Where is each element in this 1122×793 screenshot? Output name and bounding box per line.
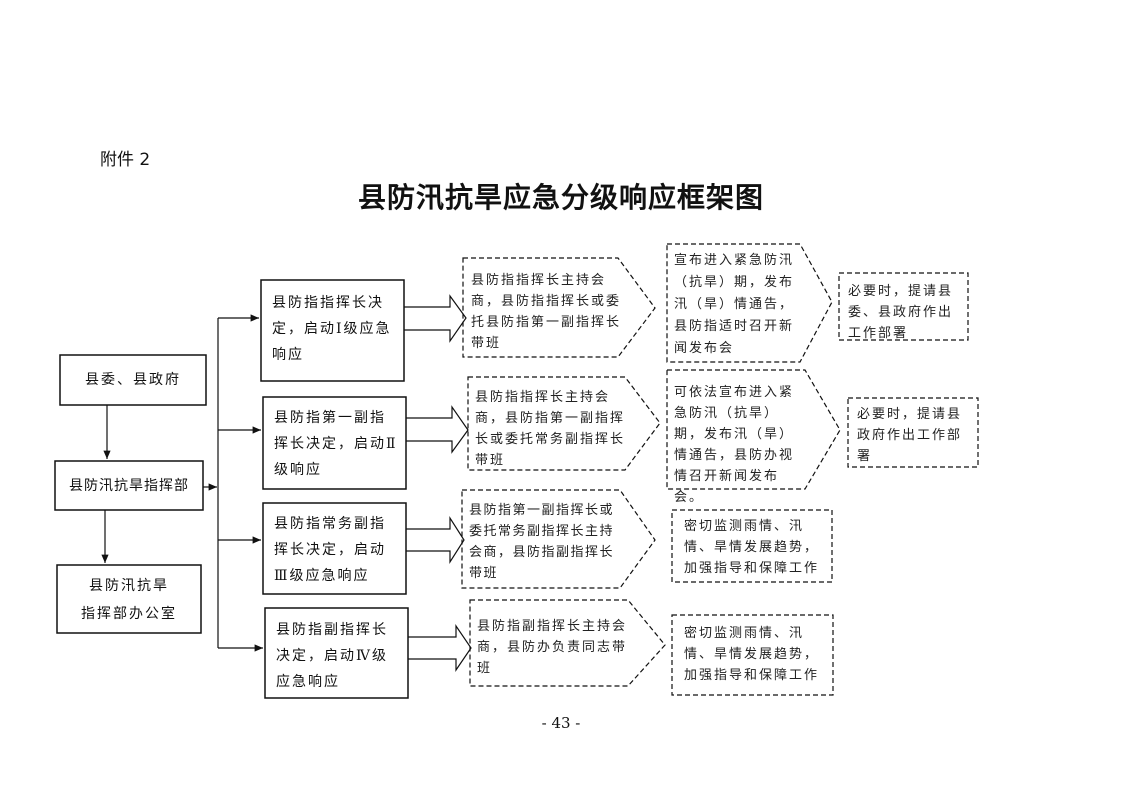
county-government-label: 县委、县政府: [85, 372, 181, 388]
level2-actions-text: 可依法宣布进入紧急防汛（抗旱）期，发布汛（旱）情通告，县防办视情召开新闻发布会。: [674, 385, 795, 505]
office-label-line2: 指挥部办公室: [81, 606, 177, 622]
pentagon-level2-meeting: [467, 376, 661, 471]
box-level3-decision: [262, 502, 407, 595]
fat-arrow-1: [404, 294, 467, 343]
level2-decision-text: 县防指第一副指挥长决定，启动Ⅱ级响应: [274, 410, 398, 478]
box-county-government: [59, 354, 207, 406]
pentagon-level2-actions: [666, 369, 841, 490]
box-command-hq: [54, 460, 204, 511]
fat-arrow-2: [406, 405, 469, 454]
level1-decision-text: 县防指指挥长决定，启动Ⅰ级应急响应: [272, 295, 392, 363]
level3-decision-text: 县防指常务副指挥长决定，启动Ⅲ级应急响应: [274, 516, 386, 584]
level4-decision-text: 县防指副指挥长决定，启动Ⅳ级应急响应: [276, 622, 388, 690]
level2-meeting-text: 县防指指挥长主持会商，县防指第一副指挥长或委托常务副指挥长带班: [475, 390, 626, 468]
pentagon-level3-meeting: [461, 489, 656, 589]
pentagon-level4-meeting: [469, 599, 666, 687]
level4-meeting-text: 县防指副指挥长主持会商，县防办负责同志带班: [477, 619, 628, 676]
pentagon-level1-actions: [666, 243, 833, 363]
pentagon-level1-meeting: [462, 257, 656, 358]
box-office: [56, 564, 202, 634]
office-label: 县防汛抗旱 指挥部办公室: [57, 572, 201, 628]
fat-arrow-4: [408, 624, 472, 672]
box-level1-extra: [838, 272, 969, 341]
level2-extra-text: 必要时，提请县政府作出工作部署: [857, 407, 963, 464]
level3-meeting-text: 县防指第一副指挥长或委托常务副指挥长主持会商，县防指副指挥长带班: [469, 503, 615, 581]
box-level4-decision: [264, 607, 409, 699]
attachment-label: 附件 2: [100, 150, 151, 170]
box-level2-decision: [262, 396, 407, 490]
box-level2-extra: [847, 397, 979, 468]
box-level3-actions: [671, 509, 833, 583]
level3-actions-text: 密切监测雨情、汛情、旱情发展趋势，加强指导和保障工作: [684, 519, 820, 576]
level1-extra-text: 必要时，提请县委、县政府作出工作部署: [848, 284, 954, 341]
level4-actions-text: 密切监测雨情、汛情、旱情发展趋势，加强指导和保障工作: [684, 626, 820, 683]
page-number: - 43 -: [541, 714, 581, 732]
command-hq-label: 县防汛抗旱指挥部: [69, 477, 189, 494]
level1-actions-text: 宣布进入紧急防汛（抗旱）期，发布汛（旱）情通告，县防指适时召开新闻发布会: [674, 253, 795, 356]
fat-arrow-3: [406, 515, 465, 565]
diagram-title: 县防汛抗旱应急分级响应框架图: [357, 181, 764, 214]
box-level4-actions: [671, 614, 834, 696]
level1-meeting-text: 县防指指挥长主持会商，县防指指挥长或委托县防指第一副指挥长带班: [471, 273, 622, 351]
office-label-line1: 县防汛抗旱: [89, 578, 169, 594]
